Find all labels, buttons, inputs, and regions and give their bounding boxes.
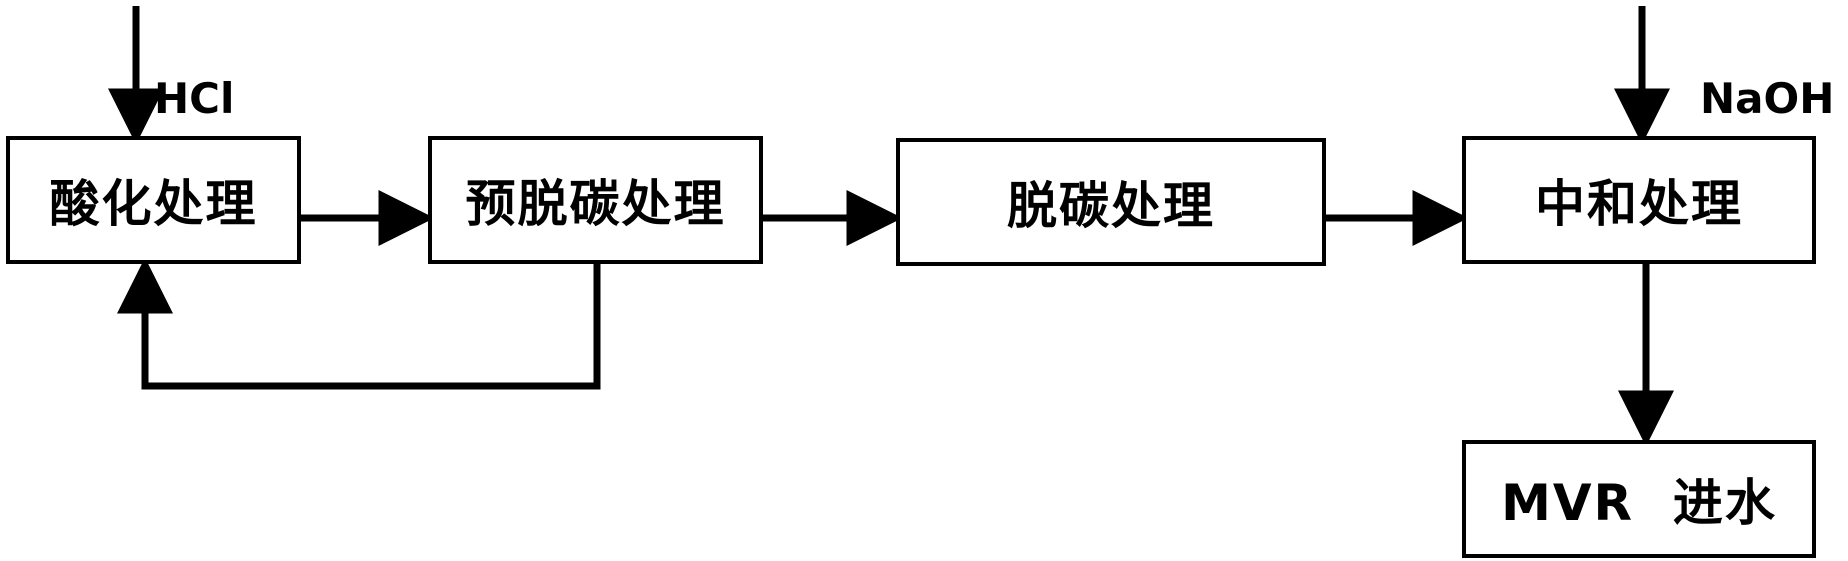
decarbonization-step: 脱碳处理 [896,138,1326,266]
neutralization-step: 中和处理 [1462,136,1816,264]
acidification-step: 酸化处理 [6,136,301,264]
pre-decarbonization-step-label: 预脱碳处理 [465,175,726,233]
decarbonization-step-label: 脱碳处理 [1007,177,1215,235]
mvr-feed-step-label: MVR 进水 [1501,474,1777,532]
pre-decarbonization-step: 预脱碳处理 [428,136,763,264]
naoh-label: NaOH [1700,74,1835,123]
recycle-loop-arrow [117,257,601,390]
neutralization-step-label: 中和处理 [1535,175,1743,233]
acidification-step-label: 酸化处理 [49,175,258,233]
mvr-feed-step: MVR 进水 [1462,440,1816,558]
hcl-label: HCl [154,74,235,123]
